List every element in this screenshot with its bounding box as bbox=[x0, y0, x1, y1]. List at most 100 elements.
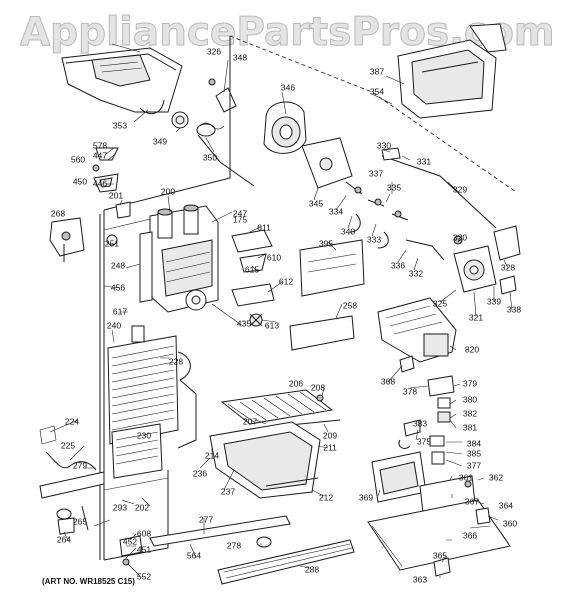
part-label: 325 bbox=[432, 298, 448, 309]
toe-grille-and-rails bbox=[119, 515, 355, 585]
part-label: 365 bbox=[432, 550, 448, 561]
part-label: 362 bbox=[488, 472, 504, 483]
part-label: 206 bbox=[288, 378, 304, 389]
part-label: 209 bbox=[322, 430, 338, 441]
evaporator-fan-housing bbox=[139, 204, 219, 313]
part-label: 361 bbox=[458, 472, 474, 483]
part-label: 321 bbox=[468, 312, 484, 323]
part-label: 230 bbox=[136, 430, 152, 441]
part-label: 333 bbox=[366, 234, 382, 245]
part-label: 360 bbox=[502, 518, 518, 529]
part-label: 446 bbox=[92, 178, 108, 189]
part-label: 820 bbox=[464, 344, 480, 355]
evaporator-coil bbox=[107, 325, 197, 479]
part-label: 384 bbox=[466, 438, 482, 449]
part-label: 452 bbox=[122, 536, 138, 547]
part-label: 264 bbox=[56, 534, 72, 545]
part-label: 225 bbox=[60, 440, 76, 451]
part-label: 435 bbox=[236, 318, 252, 329]
part-label: 211 bbox=[323, 442, 337, 453]
auger-motor-parts bbox=[171, 78, 307, 187]
part-label: 451 bbox=[136, 544, 152, 555]
part-label: 340 bbox=[340, 226, 356, 237]
part-label: 237 bbox=[220, 486, 236, 497]
part-label: 387 bbox=[369, 66, 385, 77]
part-label: 363 bbox=[412, 574, 428, 585]
part-label: 368 bbox=[380, 376, 396, 387]
part-label: 331 bbox=[416, 156, 432, 167]
part-label: 279 bbox=[72, 460, 88, 471]
part-label: 364 bbox=[498, 500, 514, 511]
part-label: 268 bbox=[50, 208, 66, 219]
part-label: 247 bbox=[232, 208, 248, 219]
control-box-and-base bbox=[367, 451, 511, 577]
fan-motor-brackets bbox=[231, 229, 275, 327]
part-label: 248 bbox=[110, 260, 126, 271]
part-label: 611 bbox=[257, 222, 271, 233]
part-label: 200 bbox=[160, 186, 176, 197]
part-label: 208 bbox=[310, 382, 326, 393]
ice-maker bbox=[377, 297, 457, 373]
ice-bucket bbox=[61, 47, 183, 115]
part-label: 335 bbox=[386, 182, 402, 193]
freezer-liner bbox=[99, 35, 517, 561]
part-label: 337 bbox=[368, 168, 384, 179]
ice-maker-mechanism bbox=[301, 137, 497, 261]
part-label: 610 bbox=[266, 252, 282, 263]
part-label: 353 bbox=[112, 120, 128, 131]
part-label: 608 bbox=[136, 528, 152, 539]
part-label: 560 bbox=[70, 154, 86, 165]
part-label: 278 bbox=[226, 540, 242, 551]
part-label: 367 bbox=[464, 496, 480, 507]
part-label: 613 bbox=[264, 320, 280, 331]
part-label: 450 bbox=[72, 176, 88, 187]
part-label: 240 bbox=[106, 320, 122, 331]
ice-maker-motor-assembly bbox=[453, 225, 521, 295]
part-label: 447 bbox=[92, 150, 108, 161]
part-label: 175 bbox=[232, 214, 248, 225]
part-label: 334 bbox=[328, 206, 344, 217]
part-label: 381 bbox=[462, 422, 478, 433]
part-label: 350 bbox=[202, 152, 218, 163]
part-label: 251 bbox=[104, 238, 120, 249]
part-label: 236 bbox=[192, 468, 208, 479]
part-label: 202 bbox=[134, 502, 150, 513]
part-label: 258 bbox=[342, 300, 358, 311]
part-label: 339 bbox=[486, 296, 502, 307]
part-label: 456 bbox=[110, 282, 126, 293]
part-label: 354 bbox=[369, 86, 385, 97]
part-label: 336 bbox=[390, 260, 406, 271]
part-label: 201 bbox=[108, 190, 124, 201]
defrost-heater-parts bbox=[39, 425, 105, 535]
part-label: 564 bbox=[186, 550, 202, 561]
part-label: 382 bbox=[462, 408, 478, 419]
part-label: 288 bbox=[304, 564, 320, 575]
part-label: 228 bbox=[168, 356, 184, 367]
part-label: 348 bbox=[232, 52, 248, 63]
part-label: 338 bbox=[506, 304, 522, 315]
part-label: 265 bbox=[72, 516, 88, 527]
part-label: 383 bbox=[412, 418, 428, 429]
part-label: 617 bbox=[112, 306, 128, 317]
part-label: 552 bbox=[136, 571, 152, 582]
part-label: 377 bbox=[466, 460, 482, 471]
leader-lines bbox=[49, 43, 513, 578]
ice-maker-panels bbox=[289, 239, 365, 351]
part-label: 328 bbox=[500, 262, 516, 273]
part-label: 349 bbox=[152, 136, 168, 147]
part-label: 395 bbox=[318, 238, 334, 249]
part-label: 320 bbox=[452, 232, 468, 243]
part-label: 346 bbox=[280, 82, 296, 93]
part-label: 212 bbox=[318, 492, 334, 503]
part-label: 380 bbox=[462, 394, 478, 405]
art-number: (ART NO. WR18525 C15) bbox=[42, 577, 135, 586]
part-label: 277 bbox=[198, 514, 214, 525]
part-label: 214 bbox=[204, 450, 220, 461]
part-label: 207 bbox=[242, 416, 258, 427]
part-label: 330 bbox=[376, 140, 392, 151]
part-label: 578 bbox=[92, 140, 108, 151]
part-label: 332 bbox=[408, 268, 424, 279]
part-label: 345 bbox=[308, 198, 324, 209]
part-label: 379 bbox=[462, 378, 478, 389]
